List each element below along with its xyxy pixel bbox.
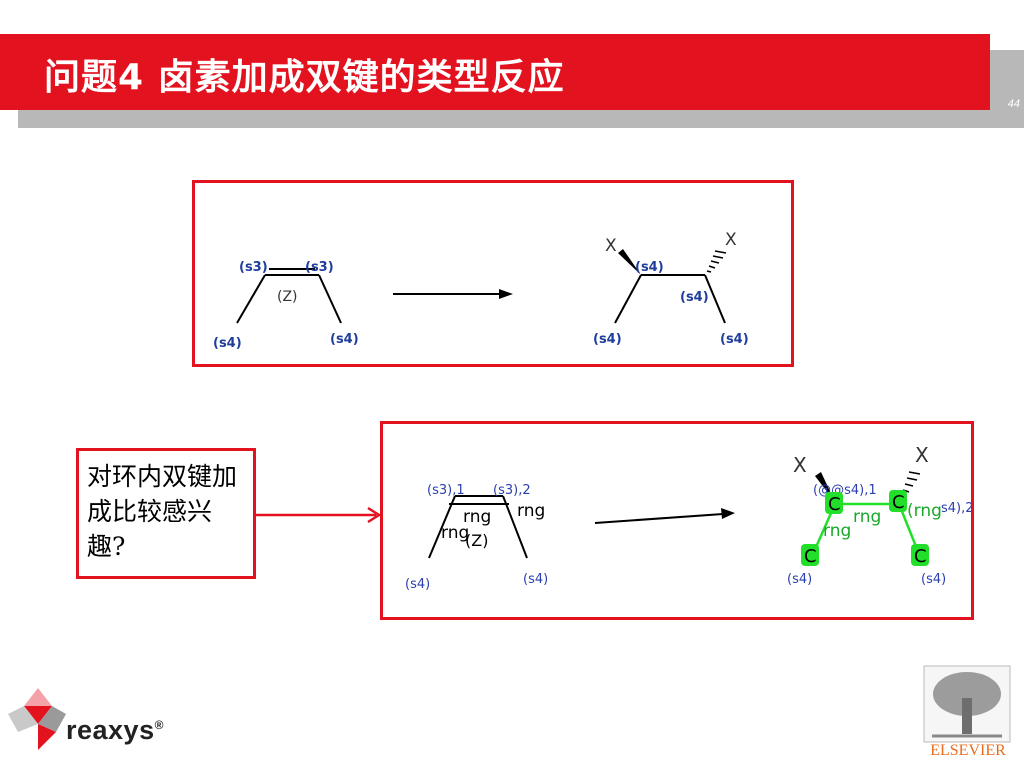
note-box: 对环内双键加成比较感兴趣? xyxy=(76,448,256,579)
atom-c4: C xyxy=(914,546,927,567)
label-x-right: X xyxy=(725,230,737,250)
atom-c2: C xyxy=(892,492,905,513)
label-rng-right: (rng xyxy=(907,501,942,521)
label-s4-br: (s4) xyxy=(720,332,749,347)
hash-bond xyxy=(706,250,727,273)
product-dihalide xyxy=(614,274,726,324)
elsevier-wordmark: ELSEVIER xyxy=(930,742,1006,759)
reaxys-logo-mark xyxy=(8,688,66,750)
page-number: 44 xyxy=(1007,98,1020,110)
label-rng-a: rng xyxy=(463,507,491,527)
label-rng-c: rng xyxy=(441,523,469,543)
label-s3-right: (s3) xyxy=(305,260,334,275)
label-s4-a: (s4) xyxy=(405,577,430,592)
highlight-c3 xyxy=(801,544,819,566)
bottom-reaction-diagram: (s3),1 (s3),2 rng rng rng (Z) (s4) (s4) … xyxy=(405,443,974,592)
label-z-ring: (Z) xyxy=(465,531,488,550)
label-s4-b: (s4) xyxy=(523,572,548,587)
title-bar xyxy=(0,34,990,110)
reactant-ring-alkene xyxy=(428,495,528,559)
label-x-a: X xyxy=(793,453,807,477)
highlight-c1 xyxy=(825,492,843,514)
label-rng-b: rng xyxy=(517,501,545,521)
label-s3-1: (s3),1 xyxy=(427,483,465,498)
bottom-reaction-arrow xyxy=(594,508,735,524)
label-s4-2: s4),2 xyxy=(941,501,971,516)
label-s4-mid: (s4) xyxy=(680,290,709,305)
reaxys-wordmark: reaxys® xyxy=(66,715,164,745)
highlight-c2 xyxy=(889,490,907,512)
connector-arrow xyxy=(256,506,382,524)
label-rng-left: rng xyxy=(823,521,851,541)
reactant-alkene xyxy=(236,268,342,324)
label-s4-c: (s4) xyxy=(787,572,812,587)
label-s4-d: (s4) xyxy=(921,572,946,587)
reaction-arrow xyxy=(393,289,513,299)
label-s3-2: (s3),2 xyxy=(493,483,531,498)
atom-c1: C xyxy=(828,494,841,515)
bottom-reaction-box: (s3),1 (s3),2 rng rng rng (Z) (s4) (s4) … xyxy=(380,421,974,620)
label-s4-1: (@@s4),1 xyxy=(813,483,877,498)
label-s4-top: (s4) xyxy=(635,260,664,275)
highlight-c4 xyxy=(911,544,929,566)
label-s4-left: (s4) xyxy=(213,336,242,351)
label-s3-left: (s3) xyxy=(239,260,268,275)
label-rng-top: rng xyxy=(853,507,881,527)
atom-c3: C xyxy=(804,546,817,567)
label-x-b: X xyxy=(915,443,929,467)
slide-title: 问题4 卤素加成双键的类型反应 xyxy=(44,57,565,98)
top-reaction-box: (s3) (s3) (Z) (s4) (s4) X (s4) X (s4) (s… xyxy=(192,180,794,367)
label-x-left: X xyxy=(605,236,617,256)
label-s4-bl: (s4) xyxy=(593,332,622,347)
wedge-bond xyxy=(618,249,641,275)
label-s4-right: (s4) xyxy=(330,332,359,347)
elsevier-tree-logo xyxy=(923,665,1011,743)
top-reaction-diagram: (s3) (s3) (Z) (s4) (s4) X (s4) X (s4) (s… xyxy=(213,230,749,351)
label-z: (Z) xyxy=(277,289,298,305)
note-text: 对环内双键加成比较感兴趣? xyxy=(87,462,238,561)
